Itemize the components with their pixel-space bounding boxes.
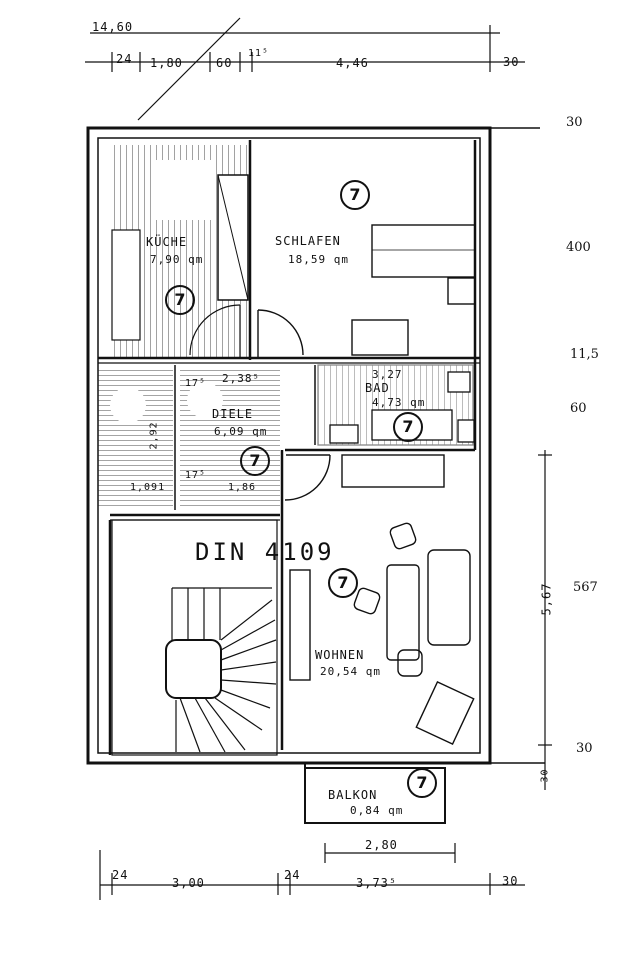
dim-top-e: 4,46 — [336, 56, 369, 70]
bottom-dimension-lines — [99, 843, 525, 900]
room-label-bad: BAD — [365, 381, 390, 395]
dim-top-d: 11⁵ — [248, 48, 270, 59]
bedroom-furniture — [257, 224, 476, 357]
side-label-4: 60 — [570, 401, 587, 416]
dim-inner-v1: 2,92 — [148, 421, 160, 450]
right-dimension-line — [538, 450, 552, 790]
hallway-area — [98, 368, 280, 508]
room-area-schlafen: 18,59 qm — [288, 253, 349, 266]
dim-right-b: 30 — [539, 768, 551, 783]
room-label-schlafen: SCHLAFEN — [275, 234, 341, 248]
exterior-walls — [86, 126, 545, 765]
staircase — [111, 519, 278, 756]
dim-balcony-width: 2,80 — [365, 838, 398, 852]
room-label-wohnen: WOHNEN — [315, 648, 365, 662]
dim-inner-h2: 1,86 — [228, 482, 257, 493]
dim-inner-s2: 17⁵ — [185, 470, 207, 481]
dim-top-b: 1,80 — [150, 56, 183, 70]
side-label-6: 30 — [576, 741, 593, 756]
side-label-5: 567 — [573, 580, 598, 595]
dim-bottom-a: 24 — [112, 868, 129, 882]
room-area-bad: 4,73 qm — [372, 396, 426, 409]
dim-top-c: 60 — [216, 56, 233, 70]
dim-bottom-b: 3,00 — [172, 876, 205, 890]
dim-diele-width: 2,38⁵ — [222, 372, 261, 385]
room-area-balkon: 0,84 qm — [350, 804, 404, 817]
room-area-wohnen: 20,54 qm — [320, 665, 381, 678]
dim-right-v: 5,67 — [539, 582, 554, 616]
side-label-2: 400 — [566, 240, 591, 255]
room-area-diele: 6,09 qm — [214, 425, 268, 438]
dim-bottom-e: 30 — [502, 874, 519, 888]
side-label-3: 11,5 — [570, 347, 599, 362]
marker-schlafen: 7 — [340, 180, 370, 210]
dim-inner-s1: 17⁵ — [185, 378, 207, 389]
marker-balkon: 7 — [407, 768, 437, 798]
living-room-furniture — [284, 454, 475, 746]
balcony — [304, 763, 446, 824]
marker-diele: 7 — [240, 446, 270, 476]
din-annotation: DIN 4109 — [195, 538, 335, 566]
room-area-kueche: 7,90 qm — [150, 253, 204, 266]
side-label-1: 30 — [566, 115, 583, 130]
dim-top-a: 24 — [116, 52, 133, 66]
room-label-diele: DIELE — [212, 407, 254, 421]
top-dimension-lines — [85, 17, 525, 121]
room-label-balkon: BALKON — [328, 788, 378, 802]
marker-kueche: 7 — [165, 285, 195, 315]
kitchen-area — [111, 145, 249, 357]
room-label-kueche: KÜCHE — [146, 235, 188, 249]
marker-wohnen: 7 — [328, 568, 358, 598]
dim-overall-width: 14,60 — [92, 20, 134, 34]
marker-bad: 7 — [393, 412, 423, 442]
dim-bottom-c: 24 — [284, 868, 301, 882]
dim-top-f: 30 — [503, 55, 520, 69]
dim-bottom-d: 3,73⁵ — [356, 876, 398, 890]
dim-inner-h1: 1,091 — [130, 482, 166, 493]
dim-bad-width: 3,27 — [372, 368, 403, 381]
